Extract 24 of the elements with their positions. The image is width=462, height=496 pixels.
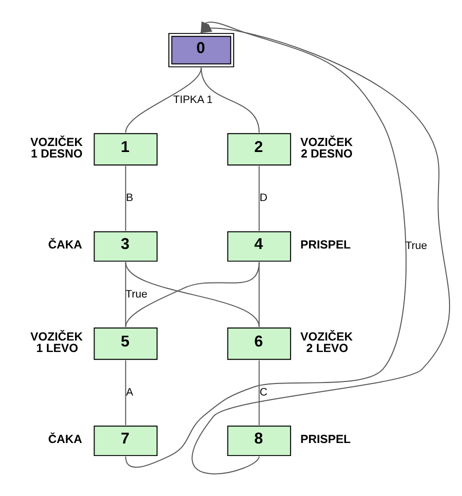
connector (125, 67, 202, 134)
node-label: VOZIČEK 1 LEVO (30, 330, 83, 356)
node-label: VOZIČEK 1 DESNO (30, 136, 83, 161)
node-label: PRISPEL (300, 238, 351, 252)
connector (125, 165, 126, 232)
connector (200, 67, 260, 134)
arrow (192, 24, 450, 474)
connector (125, 262, 126, 328)
edge-label: A (126, 386, 134, 398)
node-label: PRISPEL (300, 432, 351, 446)
edge-label: B (126, 192, 134, 204)
node-box: 0 (168, 32, 234, 68)
connector (258, 165, 260, 232)
connector (125, 262, 260, 328)
connector (258, 360, 260, 426)
edge-label: TIPKA 1 (173, 94, 213, 106)
node-label: ČAKA (48, 432, 82, 446)
node-label: VOZIČEK 2 DESNO (300, 136, 353, 161)
connector (125, 360, 126, 426)
edge-label: D (260, 192, 268, 204)
node-label: ČAKA (48, 238, 82, 252)
node-label: VOZIČEK 2 LEVO (300, 330, 353, 356)
connector (258, 262, 260, 328)
edge-label: C (260, 386, 268, 398)
